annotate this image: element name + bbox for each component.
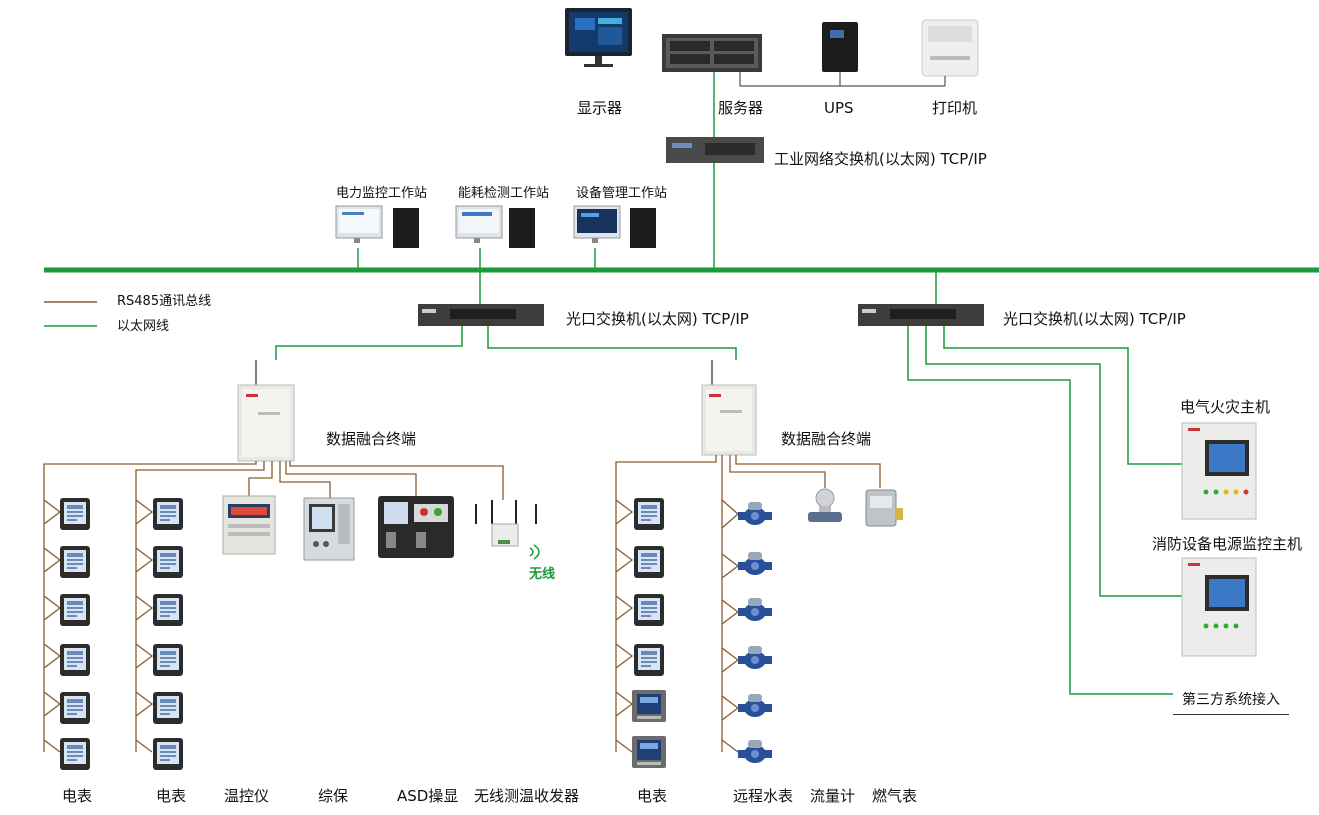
label-temp-controller: 温控仪 [224,787,270,805]
label-industrial-switch: 工业网络交换机(以太网) TCP/IP [774,150,987,168]
label-flow-meter: 流量计 [810,787,856,805]
label-terminal-right: 数据融合终端 [781,430,872,448]
workstation-energy-icon [455,205,535,248]
label-water-meter: 远程水表 [733,787,794,805]
label-wireless: 无线 [529,567,556,582]
terminal-right-icon [701,360,757,456]
ups-icon [822,22,858,72]
meter-col1 [60,498,90,770]
label-meter3: 电表 [637,787,668,805]
label-fire-power-host: 消防设备电源监控主机 [1152,535,1303,553]
meter-col2 [153,498,183,770]
monitor-icon [565,8,632,67]
label-wireless-temp: 无线测温收发器 [474,787,580,805]
gas-meter-icon [865,489,903,527]
workstation-power-icon [335,205,419,248]
label-server: 服务器 [718,99,764,117]
flow-meter-icon [808,488,842,522]
label-asd: ASD操显 [397,787,459,805]
label-fire-host: 电气火灾主机 [1180,398,1271,416]
legend-rs485: RS485通讯总线 [117,294,212,309]
top-connections [739,72,946,87]
legend-ethernet: 以太网线 [117,319,170,334]
label-printer: 打印机 [932,99,978,117]
label-meter1: 电表 [62,787,93,805]
label-ups: UPS [824,99,854,117]
label-gas-meter: 燃气表 [872,787,918,805]
label-ws-energy: 能耗检测工作站 [458,186,550,201]
wireless-transceiver-icon [475,500,537,547]
fiber-switch-left-icon [418,304,544,326]
terminal-left-icon [237,360,295,462]
label-ws-equipment: 设备管理工作站 [576,186,668,201]
protection-relay-icon [303,497,355,561]
label-third-party: 第三方系统接入 [1173,686,1289,715]
printer-icon [921,19,979,77]
label-protection: 综保 [318,787,349,805]
wireless-signal-icon [529,544,540,560]
label-meter2: 电表 [156,787,187,805]
fire-power-host-icon [1181,557,1257,657]
server-icon [662,34,762,72]
label-fiber-switch-left: 光口交换机(以太网) TCP/IP [566,310,749,328]
water-meter-column [738,502,772,763]
label-terminal-left: 数据融合终端 [326,430,417,448]
electrical-fire-host-icon [1181,422,1257,520]
workstation-equipment-icon [573,205,656,248]
label-monitor: 显示器 [577,99,623,117]
meter-col3 [632,498,666,768]
fiber-switch-right-icon [858,304,984,326]
temp-controller-icon [222,495,276,555]
label-fiber-switch-right: 光口交换机(以太网) TCP/IP [1003,310,1186,328]
label-ws-power: 电力监控工作站 [336,186,428,201]
asd-display-icon [378,496,454,558]
industrial-switch-icon [666,137,764,163]
